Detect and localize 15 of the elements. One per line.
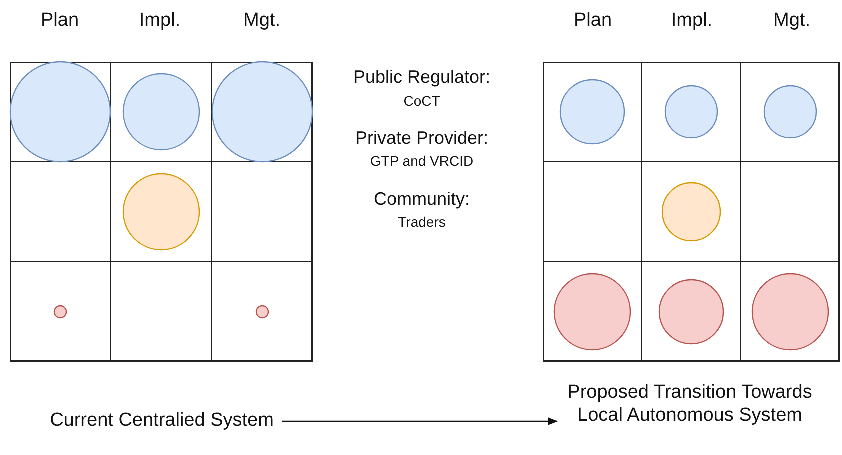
caption-text: Proposed Transition Towards Local Autonomous System (565, 382, 815, 428)
actor-name: CoCT (404, 92, 440, 110)
actor-role: Public Regulator: (353, 66, 491, 88)
actor-name: GTP and VRCID (370, 152, 474, 172)
actor-role: Private Provider: (355, 126, 489, 150)
actor-role: Community: (374, 188, 470, 210)
column-header: Mgt. (242, 10, 282, 32)
arrow (282, 418, 558, 426)
column-header: Impl. (138, 10, 182, 32)
actor-name: Traders (398, 213, 446, 232)
caption-text: Current Centralied System (50, 410, 274, 433)
column-header: Plan (40, 10, 80, 32)
column-header: Impl. (670, 10, 714, 32)
column-header: Plan (572, 10, 614, 32)
column-header: Mgt. (772, 10, 812, 32)
